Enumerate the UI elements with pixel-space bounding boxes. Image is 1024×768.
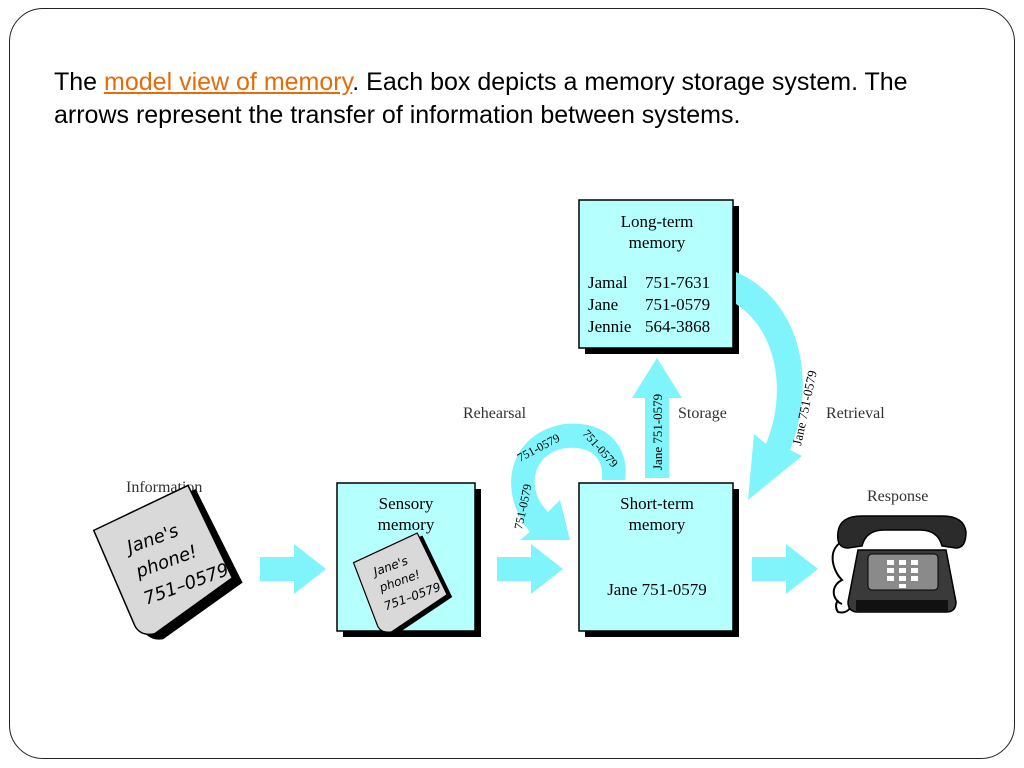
short-term-content: Jane 751-0579 — [607, 580, 707, 599]
retrieval-label: Retrieval — [826, 405, 885, 422]
long-term-entry-name: Jamal — [588, 273, 628, 292]
long-term-entry-name: Jennie — [588, 317, 631, 336]
slide-caption: The model view of memory. Each box depic… — [54, 66, 934, 132]
response-label: Response — [867, 488, 928, 505]
telephone-keypad — [887, 560, 918, 588]
long-term-entry-number: 751-7631 — [645, 273, 710, 292]
long-term-title-1: Long-term — [621, 212, 694, 231]
input-arrow — [260, 544, 326, 594]
sensory-title-2: memory — [378, 515, 435, 534]
storage-arrow-text: Jane 751-0579 — [650, 394, 665, 470]
retrieval-arrow: Jane 751-0579 — [736, 272, 820, 500]
output-arrow — [752, 544, 818, 594]
short-term-memory-box: Short-term memory Jane 751-0579 — [578, 482, 739, 637]
sensory-to-short-term-arrow — [497, 544, 563, 594]
long-term-entry-number: 751-0579 — [645, 295, 710, 314]
sensory-memory-box: Sensory memory Jane's phone! 751–0579 — [336, 482, 481, 637]
short-term-title-1: Short-term — [620, 494, 694, 513]
long-term-entry-name: Jane — [588, 295, 618, 314]
caption-prefix: The — [54, 68, 105, 96]
slide-frame — [9, 8, 1015, 759]
model-view-link[interactable]: model view of memory — [104, 68, 353, 96]
sensory-title-1: Sensory — [379, 494, 434, 513]
long-term-entry-number: 564-3868 — [645, 317, 710, 336]
storage-label: Storage — [678, 405, 727, 422]
sensory-note: Jane's phone! 751–0579 — [352, 532, 453, 635]
storage-arrow: Jane 751-0579 — [632, 358, 682, 478]
rehearsal-label: Rehearsal — [463, 405, 527, 422]
phone-number-note: Jane's phone! 751–0579 — [92, 484, 243, 640]
caption-text: . Each box depicts a memory storage syst… — [54, 68, 908, 129]
telephone-icon — [831, 515, 967, 614]
long-term-title-2: memory — [629, 233, 686, 252]
short-term-title-2: memory — [629, 515, 686, 534]
long-term-memory-box: Long-term memory Jamal 751-7631 Jane 751… — [578, 199, 739, 354]
